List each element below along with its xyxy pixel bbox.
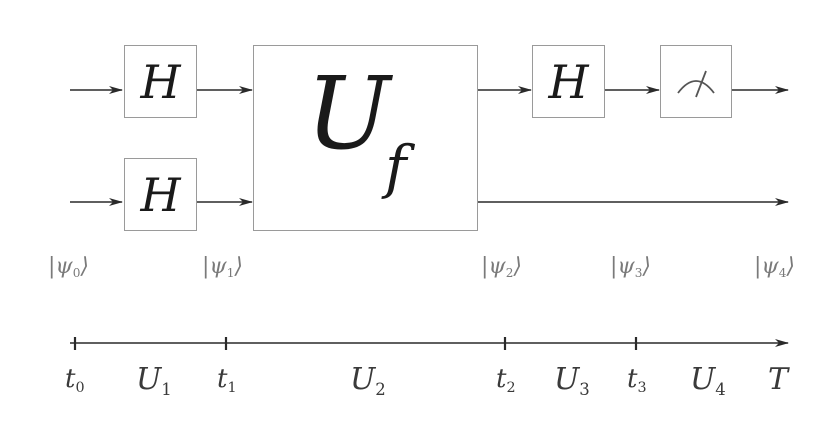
time-label-t1: t1 <box>217 364 237 396</box>
state-label-psi0: |ψ0⟩ <box>48 254 89 281</box>
oracle-gate-uf: U f <box>253 45 478 231</box>
state-label-psi3: |ψ3⟩ <box>610 254 651 281</box>
time-label-t2: t2 <box>496 364 516 396</box>
measurement-gate <box>660 45 732 118</box>
op-label-u4: U4 <box>690 362 726 399</box>
gate-label: H <box>140 54 181 109</box>
hadamard-gate-top-second: H <box>532 45 605 118</box>
op-label-u2: U2 <box>350 362 386 399</box>
gate-label: H <box>548 54 589 109</box>
measurement-meter-icon <box>677 70 715 97</box>
op-label-u1: U1 <box>136 362 172 399</box>
op-label-u3: U3 <box>554 362 590 399</box>
hadamard-gate-bottom: H <box>124 158 197 231</box>
state-label-psi2: |ψ2⟩ <box>481 254 522 281</box>
hadamard-gate-top: H <box>124 45 197 118</box>
time-label-t0: t0 <box>65 364 85 396</box>
gate-label: H <box>140 167 181 222</box>
state-label-psi4: |ψ4⟩ <box>754 254 795 281</box>
state-label-psi1: |ψ1⟩ <box>202 254 243 281</box>
oracle-label-main: U <box>306 55 391 172</box>
time-label-t3: t3 <box>627 364 647 396</box>
oracle-label-sub: f <box>385 133 407 201</box>
time-label-end: T <box>768 362 789 397</box>
